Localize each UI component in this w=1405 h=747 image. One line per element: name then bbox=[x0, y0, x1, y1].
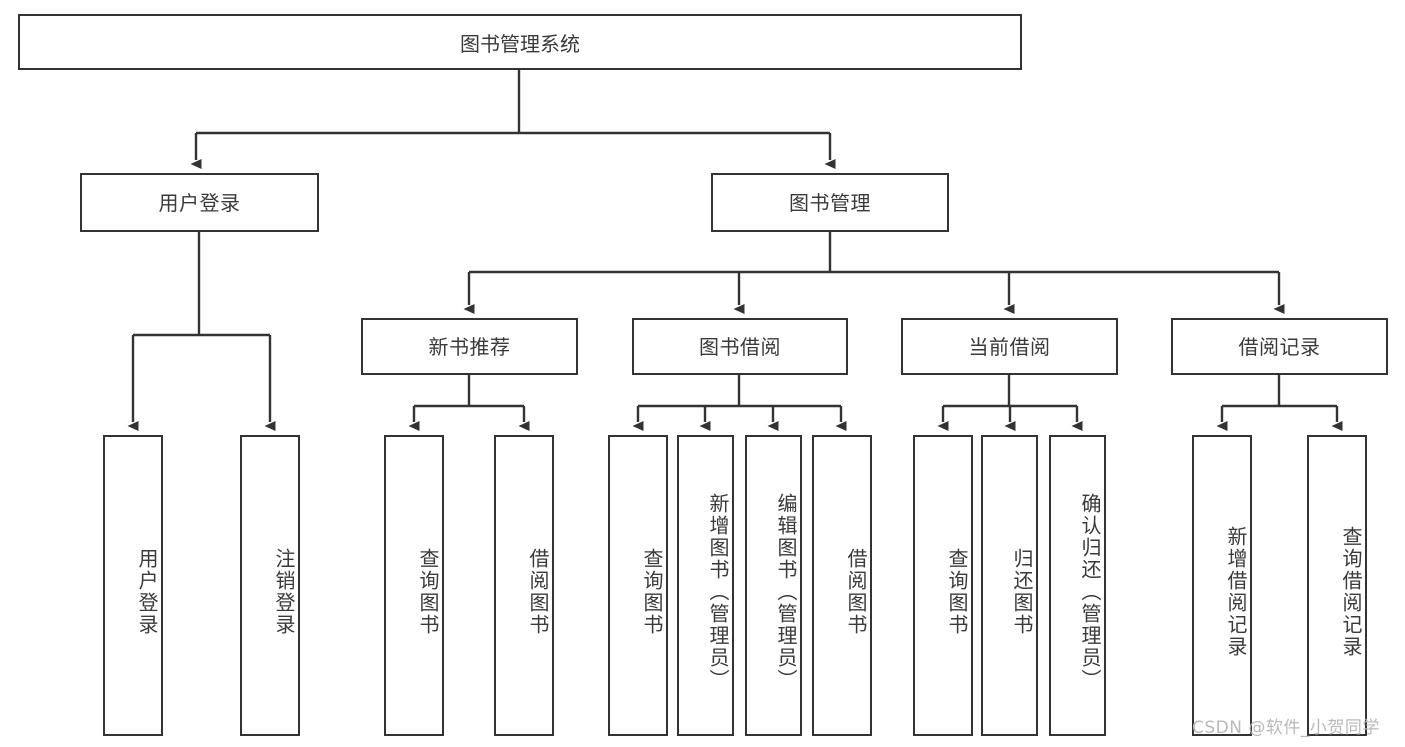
node-label: 图书借阅 bbox=[699, 334, 781, 359]
node-label: 用户登录 bbox=[135, 547, 159, 636]
node-label: 新增借阅记录 bbox=[1224, 525, 1248, 658]
node-label: 注销登录 bbox=[272, 547, 296, 636]
node-label: 查询图书 bbox=[640, 547, 664, 636]
leaf-query-borrow-record[interactable]: 查询借阅记录 bbox=[1307, 435, 1367, 736]
leaf-user-login[interactable]: 用户登录 bbox=[103, 435, 163, 736]
node-label: 查询图书 bbox=[416, 547, 440, 636]
leaf-add-book-admin[interactable]: 新增图书（管理员） bbox=[677, 435, 734, 736]
node-label: 查询借阅记录 bbox=[1339, 525, 1363, 658]
leaf-edit-book-admin[interactable]: 编辑图书（管理员） bbox=[745, 435, 802, 736]
node-label: 新增图书（管理员） bbox=[706, 492, 730, 691]
leaf-return-book[interactable]: 归还图书 bbox=[981, 435, 1038, 736]
node-root-system[interactable]: 图书管理系统 bbox=[18, 14, 1022, 70]
node-label: 查询图书 bbox=[945, 547, 969, 636]
node-label: 借阅图书 bbox=[526, 547, 550, 636]
node-label: 新书推荐 bbox=[428, 334, 511, 359]
node-label: 借阅记录 bbox=[1238, 334, 1321, 359]
node-label: 编辑图书（管理员） bbox=[774, 492, 798, 691]
node-label: 图书管理系统 bbox=[460, 31, 580, 56]
leaf-borrow-book-recommend[interactable]: 借阅图书 bbox=[494, 435, 554, 736]
node-label: 确认归还（管理员） bbox=[1078, 492, 1102, 691]
leaf-logout[interactable]: 注销登录 bbox=[240, 435, 300, 736]
leaf-confirm-return-admin[interactable]: 确认归还（管理员） bbox=[1049, 435, 1106, 736]
node-label: 归还图书 bbox=[1010, 547, 1034, 636]
node-label: 借阅图书 bbox=[844, 547, 868, 636]
node-label: 当前借阅 bbox=[968, 334, 1051, 359]
node-new-book-recommend[interactable]: 新书推荐 bbox=[361, 318, 578, 375]
leaf-borrow-book[interactable]: 借阅图书 bbox=[812, 435, 872, 736]
node-book-management[interactable]: 图书管理 bbox=[711, 173, 949, 232]
leaf-query-book-current[interactable]: 查询图书 bbox=[913, 435, 973, 736]
leaf-add-borrow-record[interactable]: 新增借阅记录 bbox=[1192, 435, 1252, 736]
node-label: 用户登录 bbox=[158, 190, 241, 215]
leaf-query-book-borrow[interactable]: 查询图书 bbox=[608, 435, 668, 736]
node-label: 图书管理 bbox=[789, 190, 871, 215]
watermark: CSDN @软件_小贺同学 bbox=[1192, 718, 1380, 738]
node-user-login[interactable]: 用户登录 bbox=[80, 173, 319, 232]
node-borrow-record[interactable]: 借阅记录 bbox=[1171, 318, 1388, 375]
node-book-borrow[interactable]: 图书借阅 bbox=[632, 318, 848, 375]
leaf-query-book-recommend[interactable]: 查询图书 bbox=[384, 435, 444, 736]
node-current-borrow[interactable]: 当前借阅 bbox=[901, 318, 1118, 375]
